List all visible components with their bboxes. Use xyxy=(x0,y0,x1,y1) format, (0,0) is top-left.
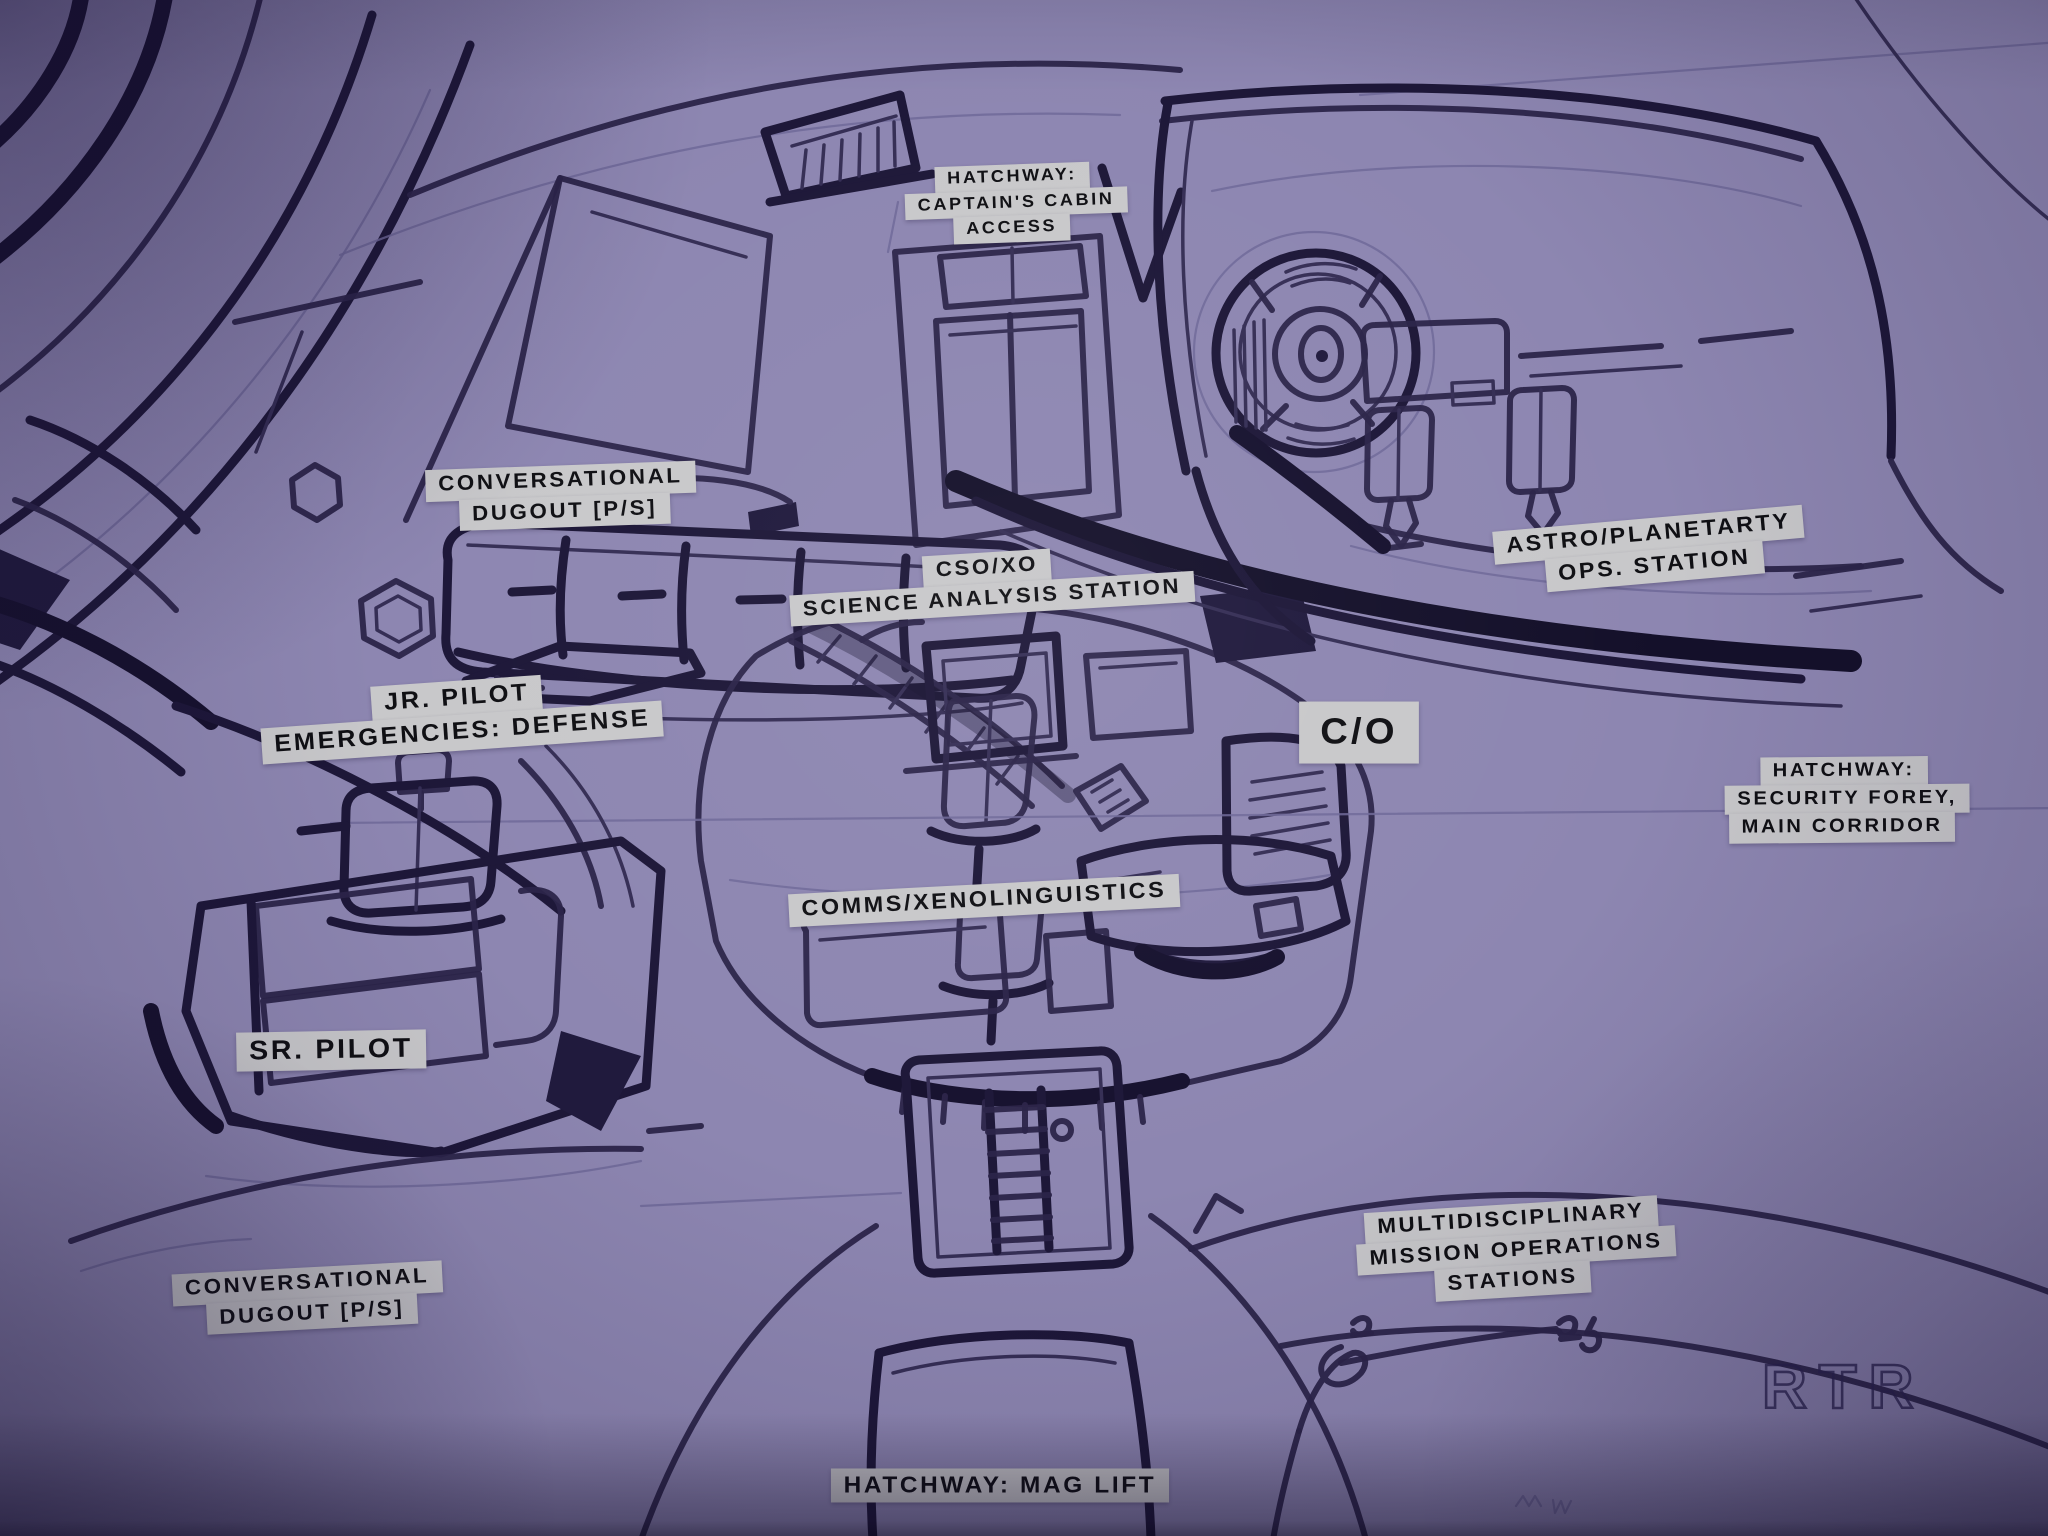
sketch-sr-pilot-console xyxy=(143,836,666,1188)
label-line: SR. PILOT xyxy=(236,1029,426,1072)
label-co-station: C/O xyxy=(1299,701,1419,764)
label-conversational-dugout-upper: CONVERSATIONAL DUGOUT [P/S] xyxy=(425,460,697,533)
label-line: C/O xyxy=(1299,701,1419,764)
label-hatchway-security: HATCHWAY: SECURITY FOREY, MAIN CORRIDOR xyxy=(1721,756,1970,844)
rtr-watermark: RTR xyxy=(1762,1353,1925,1422)
label-line: MAIN CORRIDOR xyxy=(1728,812,1956,844)
sketch-mag-lift xyxy=(866,1046,1156,1536)
label-hatchway-captains-cabin: HATCHWAY: CAPTAIN'S CABIN ACCESS xyxy=(901,161,1128,247)
label-multidisciplinary-ops: MULTIDISCIPLINARY MISSION OPERATIONS STA… xyxy=(1351,1195,1677,1306)
label-line: ACCESS xyxy=(953,213,1071,245)
label-line: HATCHWAY: MAG LIFT xyxy=(830,1468,1170,1503)
label-sr-pilot: SR. PILOT xyxy=(236,1029,426,1072)
sketch-center-chairs xyxy=(926,693,1054,1046)
label-hatchway-mag-lift: HATCHWAY: MAG LIFT xyxy=(830,1468,1170,1503)
sketch-hull-topleft xyxy=(0,0,475,685)
label-line: SECURITY FOREY, xyxy=(1724,783,1970,816)
sketch-co-chair xyxy=(1073,732,1351,980)
label-line: HATCHWAY: xyxy=(1759,756,1928,787)
sketch-ceiling xyxy=(338,0,2048,257)
